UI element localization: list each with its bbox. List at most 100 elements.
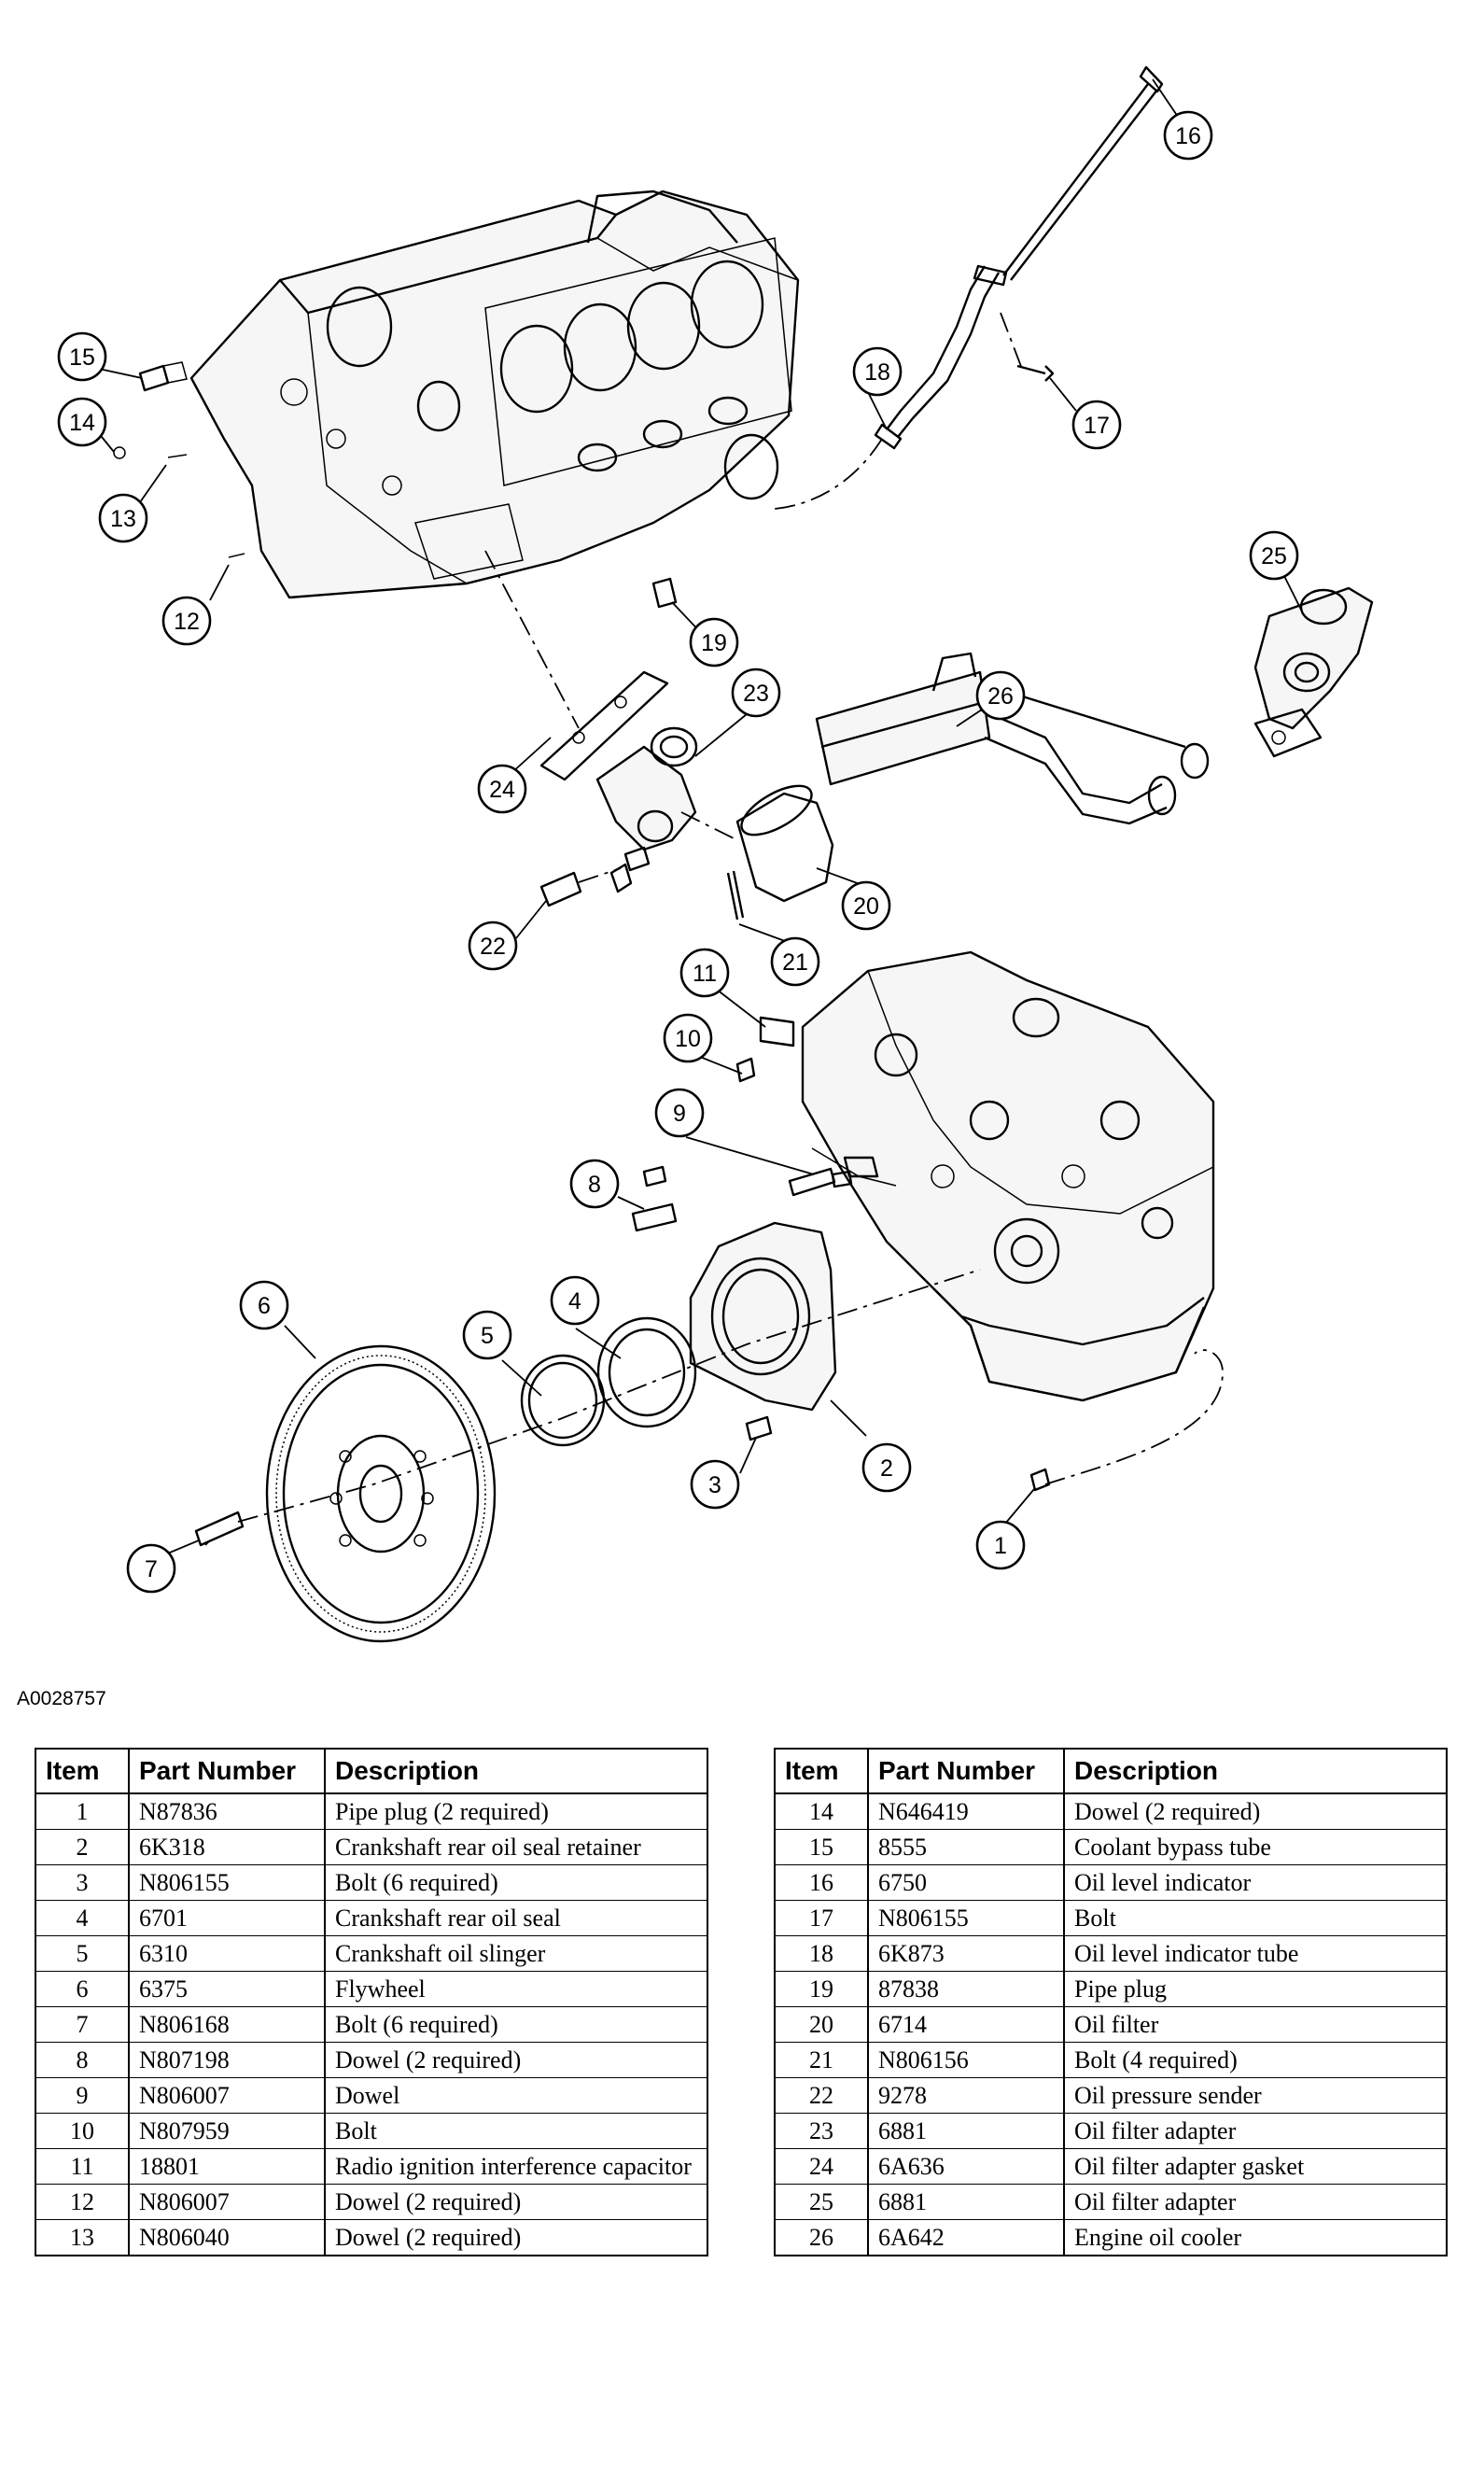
item-cell: 11 [35, 2148, 130, 2185]
part-number-cell: 9278 [867, 2077, 1065, 2114]
part-number-cell: 6714 [867, 2006, 1065, 2043]
header-part-number: Part Number [128, 1748, 326, 1794]
item-cell: 4 [35, 1900, 130, 1936]
description-cell: Bolt (6 required) [324, 1864, 708, 1901]
header-description: Description [324, 1748, 708, 1794]
svg-text:7: 7 [145, 1556, 158, 1582]
part-number-cell: 6A636 [867, 2148, 1065, 2185]
part-number-cell: N807959 [128, 2113, 326, 2149]
callout-8: 8 [569, 1159, 620, 1209]
item-cell: 26 [774, 2219, 869, 2256]
oil-level-indicator-drawing [774, 65, 1164, 510]
oil-filter-assembly-drawing [484, 550, 834, 921]
svg-text:2: 2 [880, 1455, 893, 1482]
description-cell: Crankshaft rear oil seal retainer [324, 1829, 708, 1865]
item-cell: 16 [774, 1864, 869, 1901]
part-number-cell: N806040 [128, 2219, 326, 2256]
description-cell: Oil pressure sender [1063, 2077, 1448, 2114]
item-cell: 3 [35, 1864, 130, 1901]
callout-3: 3 [690, 1459, 740, 1510]
svg-text:8: 8 [588, 1172, 601, 1198]
part-number-cell: 87838 [867, 1971, 1065, 2007]
svg-text:20: 20 [853, 893, 879, 920]
description-cell: Bolt [324, 2113, 708, 2149]
description-cell: Dowel (2 required) [324, 2219, 708, 2256]
svg-text:25: 25 [1261, 543, 1287, 569]
callout-4: 4 [550, 1275, 600, 1326]
callout-19: 19 [689, 617, 739, 668]
description-cell: Bolt [1063, 1900, 1448, 1936]
callout-17: 17 [1071, 400, 1122, 450]
svg-text:24: 24 [489, 777, 515, 803]
part-number-cell: 6A642 [867, 2219, 1065, 2256]
header-item: Item [35, 1748, 130, 1794]
svg-text:14: 14 [69, 410, 95, 436]
table-header-row: Item Part Number Description [35, 1748, 708, 1794]
item-cell: 20 [774, 2006, 869, 2043]
item-cell: 18 [774, 1935, 869, 1972]
part-number-cell: N806155 [867, 1900, 1065, 1936]
item-cell: 24 [774, 2148, 869, 2185]
part-number-cell: 6701 [128, 1900, 326, 1936]
item-cell: 22 [774, 2077, 869, 2114]
item-cell: 10 [35, 2113, 130, 2149]
callout-22: 22 [468, 921, 518, 971]
svg-text:18: 18 [864, 359, 890, 386]
description-cell: Oil filter adapter [1063, 2113, 1448, 2149]
description-cell: Pipe plug (2 required) [324, 1793, 708, 1830]
callout-25: 25 [1249, 530, 1299, 581]
part-number-cell: N806168 [128, 2006, 326, 2043]
svg-text:9: 9 [673, 1101, 686, 1127]
item-cell: 14 [774, 1793, 869, 1830]
description-cell: Oil level indicator tube [1063, 1935, 1448, 1972]
callout-20: 20 [841, 880, 891, 931]
description-cell: Crankshaft rear oil seal [324, 1900, 708, 1936]
description-cell: Radio ignition interference capacitor [324, 2148, 708, 2185]
svg-text:13: 13 [110, 506, 136, 532]
part-number-cell: N806156 [867, 2042, 1065, 2078]
lower-engine-block-drawing [631, 950, 1224, 1492]
part-number-cell: 6K873 [867, 1935, 1065, 1972]
svg-text:23: 23 [743, 681, 769, 707]
item-cell: 9 [35, 2077, 130, 2114]
callout-10: 10 [663, 1013, 713, 1063]
description-cell: Dowel (2 required) [1063, 1793, 1448, 1830]
header-description: Description [1063, 1748, 1448, 1794]
part-number-cell: N806007 [128, 2184, 326, 2220]
item-cell: 8 [35, 2042, 130, 2078]
svg-text:10: 10 [675, 1026, 701, 1052]
svg-text:15: 15 [69, 344, 95, 371]
part-number-cell: N807198 [128, 2042, 326, 2078]
item-cell: 21 [774, 2042, 869, 2078]
callout-11: 11 [679, 948, 730, 998]
description-cell: Dowel [324, 2077, 708, 2114]
part-number-cell: N87836 [128, 1793, 326, 1830]
callout-13: 13 [98, 493, 148, 543]
item-cell: 7 [35, 2006, 130, 2043]
callout-16: 16 [1163, 110, 1213, 161]
svg-text:12: 12 [174, 609, 200, 635]
item-cell: 12 [35, 2184, 130, 2220]
part-number-cell: 6375 [128, 1971, 326, 2007]
item-cell: 23 [774, 2113, 869, 2149]
leader-lines [89, 78, 1303, 1558]
